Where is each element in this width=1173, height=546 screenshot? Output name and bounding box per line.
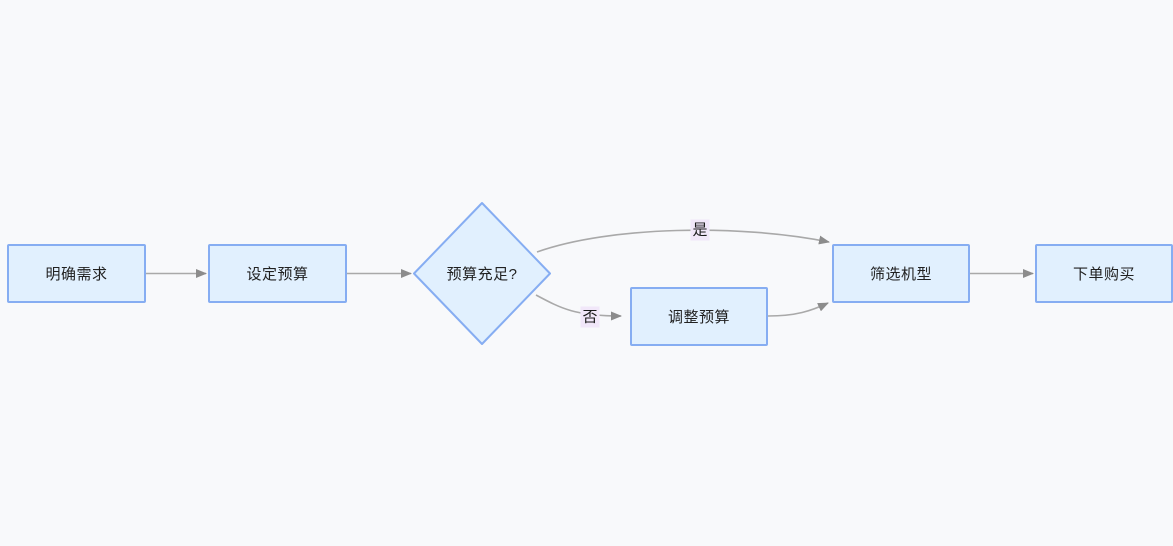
edge-adjust-to-filter bbox=[767, 302, 829, 317]
node-adjust-budget-label: 调整预算 bbox=[667, 309, 730, 326]
node-place-order-label: 下单购买 bbox=[1072, 266, 1135, 283]
edge-decision-no-to-adjust bbox=[535, 294, 622, 321]
node-clarify-needs[interactable]: 明确需求 bbox=[7, 244, 146, 303]
node-budget-sufficient-shape[interactable] bbox=[413, 202, 551, 345]
edge-label-yes: 是 bbox=[690, 219, 710, 241]
node-adjust-budget[interactable]: 调整预算 bbox=[630, 287, 768, 346]
node-clarify-needs-label: 明确需求 bbox=[45, 266, 108, 283]
edge-label-no: 否 bbox=[580, 306, 600, 328]
node-filter-models[interactable]: 筛选机型 bbox=[832, 244, 970, 303]
edge-decision-yes-to-filter bbox=[536, 229, 830, 253]
node-budget-sufficient-label: 预算充足? bbox=[446, 266, 518, 283]
node-set-budget[interactable]: 设定预算 bbox=[208, 244, 347, 303]
node-filter-models-label: 筛选机型 bbox=[869, 266, 932, 283]
node-budget-sufficient[interactable]: 预算充足? bbox=[414, 199, 550, 348]
node-place-order[interactable]: 下单购买 bbox=[1035, 244, 1173, 303]
node-set-budget-label: 设定预算 bbox=[246, 266, 309, 283]
